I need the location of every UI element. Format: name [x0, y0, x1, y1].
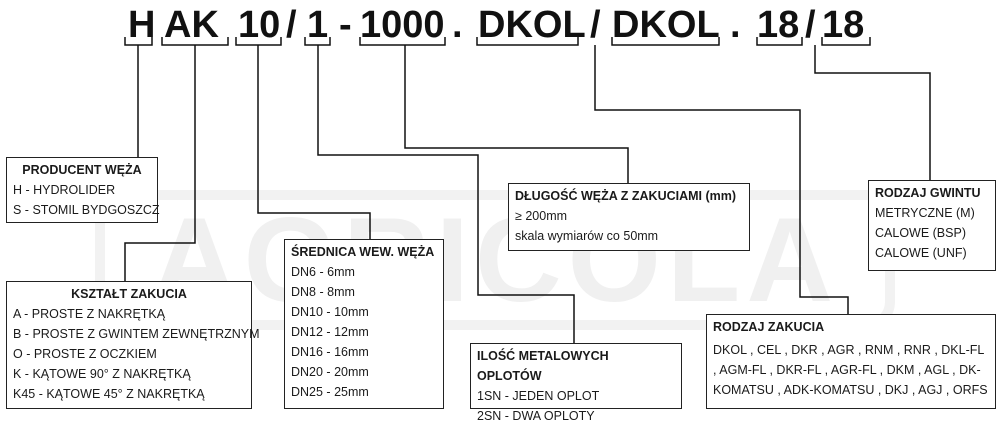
length-box: DŁUGOŚĆ WĘŻA Z ZAKUCIAMI (mm) ≥ 200mm sk… [508, 183, 750, 251]
producer-item: S - STOMIL BYDGOSZCZ [13, 203, 160, 217]
line-fitting [594, 45, 849, 314]
braids-item: 2SN - DWA OPLOTY [477, 409, 595, 423]
braids-item: 1SN - JEDEN OPLOT [477, 389, 600, 403]
line-diameter [257, 45, 371, 239]
shape-title: KSZTAŁT ZAKUCIA [71, 287, 187, 301]
line-braids [317, 45, 575, 343]
thread-box: RODZAJ GWINTU METRYCZNE (M) CALOWE (BSP)… [868, 180, 996, 271]
code-shape: AK [164, 4, 219, 46]
line-thread [814, 45, 931, 180]
diameter-item: DN12 - 12mm [291, 325, 369, 339]
line-shape [124, 45, 196, 281]
producer-item: H - HYDROLIDER [13, 183, 116, 197]
shape-box: KSZTAŁT ZAKUCIA A - PROSTE Z NAKRĘTKĄ B … [6, 281, 260, 409]
code-fitting-2: DKOL [612, 4, 720, 46]
code-braids: 1 [307, 4, 329, 46]
line-length [404, 45, 629, 183]
bracket-fit2 [611, 37, 720, 46]
thread-title: RODZAJ GWINTU [875, 186, 981, 200]
length-item: ≥ 200mm [515, 209, 568, 223]
diameter-item: DN16 - 16mm [291, 345, 369, 359]
thread-item: METRYCZNE (M) [875, 206, 975, 220]
code-diameter: 10 [238, 4, 281, 46]
code-fitting-1: DKOL [478, 4, 586, 46]
shape-item: O - PROSTE Z OCZKIEM [13, 347, 157, 361]
bracket-th2 [821, 37, 871, 46]
code-dash: - [339, 4, 352, 46]
code-length: 1000 [360, 4, 445, 46]
bracket-fit1 [476, 37, 579, 46]
fitting-box: RODZAJ ZAKUCIA DKOL , CEL , DKR , AGR , … [706, 314, 996, 409]
thread-item: CALOWE (UNF) [875, 246, 967, 260]
diameter-title: ŚREDNICA WEW. WĘŻA [291, 245, 435, 259]
shape-item: K - KĄTOWE 90° Z NAKRĘTKĄ [13, 367, 191, 381]
length-item: skala wymiarów co 50mm [515, 229, 659, 243]
product-code: H AK 10 / 1 - 1000 . DKOL / DKOL . 18 / … [0, 0, 1000, 50]
producer-title: PRODUCENT WĘŻA [22, 163, 142, 177]
code-dot: . [730, 4, 741, 46]
diameter-box: ŚREDNICA WEW. WĘŻA DN6 - 6mm DN8 - 8mm D… [284, 239, 444, 409]
code-separator: / [286, 4, 297, 46]
diameter-item: DN25 - 25mm [291, 385, 369, 399]
diameter-item: DN6 - 6mm [291, 265, 355, 279]
thread-item: CALOWE (BSP) [875, 226, 966, 240]
producer-box: PRODUCENT WĘŻA H - HYDROLIDER S - STOMIL… [6, 157, 160, 223]
code-thread-1: 18 [757, 4, 800, 46]
diameter-item: DN20 - 20mm [291, 365, 369, 379]
diameter-item: DN10 - 10mm [291, 305, 369, 319]
length-title: DŁUGOŚĆ WĘŻA Z ZAKUCIAMI (mm) [515, 189, 737, 203]
braids-box: ILOŚĆ METALOWYCH OPLOTÓW 1SN - JEDEN OPL… [470, 343, 682, 423]
shape-item: A - PROSTE Z NAKRĘTKĄ [13, 307, 166, 321]
shape-item: K45 - KĄTOWE 45° Z NAKRĘTKĄ [13, 387, 205, 401]
code-separator: / [590, 4, 601, 46]
diameter-item: DN8 - 8mm [291, 285, 355, 299]
code-producer: H [128, 4, 156, 46]
code-separator: / [805, 4, 816, 46]
fitting-title: RODZAJ ZAKUCIA [713, 320, 825, 334]
shape-item: B - PROSTE Z GWINTEM ZEWNĘTRZNYM [13, 327, 260, 341]
braids-title: ILOŚĆ METALOWYCH OPLOTÓW [477, 349, 609, 383]
fitting-list: DKOL , CEL , DKR , AGR , RNM , RNR , DKL… [713, 343, 988, 397]
bracket-len [359, 37, 446, 46]
code-dot: . [452, 4, 463, 46]
bracket-th1 [756, 37, 803, 46]
code-thread-2: 18 [822, 4, 865, 46]
